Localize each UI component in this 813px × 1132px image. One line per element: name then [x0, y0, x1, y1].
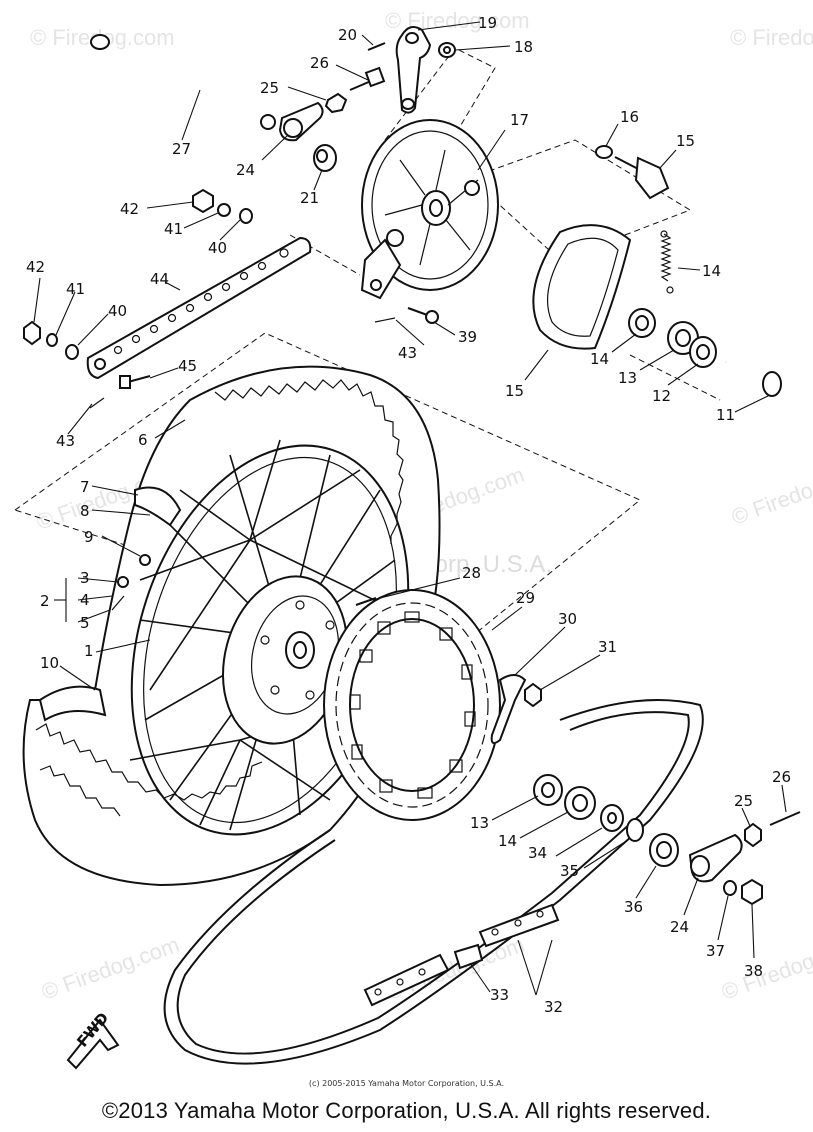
callout-38: 38 — [744, 962, 763, 980]
chain-puller-lower — [688, 811, 801, 906]
callout-33: 33 — [490, 986, 509, 1004]
hub-bearings-left — [533, 774, 679, 867]
callout-34: 34 — [528, 844, 547, 862]
callout-26: 26 — [310, 54, 329, 72]
callout-2: 2 — [40, 592, 50, 610]
callout-10: 10 — [40, 654, 59, 672]
callout-31: 31 — [598, 638, 617, 656]
callout-6: 6 — [138, 431, 148, 449]
rear-axle — [90, 34, 276, 130]
brake-return-spring — [660, 230, 674, 294]
sprocket-lightening-holes — [349, 611, 476, 799]
callout-4: 4 — [80, 591, 90, 609]
callout-32: 32 — [544, 998, 563, 1016]
callout-22: 20 — [338, 26, 357, 44]
watermark-text: © Firedog.com — [730, 25, 813, 50]
callout-20: 18 — [514, 38, 533, 56]
nut-washer-left — [23, 320, 151, 409]
callout-42: 42 — [26, 258, 45, 276]
callout-44: 44 — [150, 270, 169, 288]
watermark-text: © Firedog.com — [38, 932, 182, 1005]
callout-5: 5 — [80, 614, 90, 632]
callout-9: 9 — [84, 528, 94, 546]
callout-24: 24 — [236, 161, 255, 179]
callout-42: 42 — [120, 200, 139, 218]
callout-28: 28 — [462, 564, 481, 582]
callout-45: 45 — [178, 357, 197, 375]
callout-43: 43 — [398, 344, 417, 362]
brake-pin — [374, 307, 439, 324]
callout-29: 29 — [516, 589, 535, 607]
callout-13: 13 — [470, 814, 489, 832]
brake-shoes — [532, 224, 632, 350]
copyright-notice: ©2013 Yamaha Motor Corporation, U.S.A. A… — [101, 1098, 712, 1123]
callout-21: 19 — [478, 14, 497, 32]
brake-shoe-plate — [360, 119, 499, 300]
callout-15: 15 — [505, 382, 524, 400]
hub-sprocket-bolt-holes — [260, 600, 340, 700]
callout-18: 16 — [620, 108, 639, 126]
tension-bar — [86, 236, 312, 380]
callout-24: 24 — [670, 918, 689, 936]
callout-25: 25 — [260, 79, 279, 97]
callout-36: 36 — [624, 898, 643, 916]
watermark-text: © Firedog.com — [728, 457, 813, 530]
callout-11: 11 — [716, 406, 735, 424]
callout-35: 35 — [560, 862, 579, 880]
small-copyright-notice: (c) 2005-2015 Yamaha Motor Corporation, … — [308, 1079, 505, 1088]
chain-puller-upper — [278, 66, 386, 142]
callout-14: 14 — [498, 832, 517, 850]
callout-43: 43 — [56, 432, 75, 450]
drive-chain — [163, 699, 704, 1065]
sprocket-bolt — [355, 597, 377, 606]
nut-washer-upper — [192, 188, 253, 224]
callout-14: 14 — [590, 350, 609, 368]
callout-17: 15 — [676, 132, 695, 150]
callout-25: 25 — [734, 792, 753, 810]
hub-bearings-right — [628, 308, 782, 397]
callout-12: 12 — [652, 387, 671, 405]
callout-40: 40 — [108, 302, 127, 320]
callout-30: 30 — [558, 610, 577, 628]
chain-link-segment — [363, 903, 560, 1007]
callout-3: 3 — [80, 569, 90, 587]
callout-37: 37 — [706, 942, 725, 960]
callout-41: 41 — [66, 280, 85, 298]
collar — [313, 144, 337, 172]
callout-39: 39 — [458, 328, 477, 346]
tire-tread — [35, 379, 404, 817]
callout-7: 7 — [80, 478, 90, 496]
sprocket-lock-washer-nut — [490, 674, 542, 745]
watermark-text: © Firedog.com — [718, 932, 813, 1005]
fwd-arrow: FWD — [66, 1009, 120, 1070]
callout-41: 41 — [164, 220, 183, 238]
callout-40: 40 — [208, 239, 227, 257]
callout-numbers: 20 19 18 26 25 27 24 21 17 16 15 14 42 4… — [26, 14, 791, 1016]
tension-bar-holes — [113, 248, 289, 355]
rear-sprocket — [323, 589, 501, 821]
callout-27: 27 — [172, 140, 191, 158]
callout-19: 17 — [510, 111, 529, 129]
callout-23: 21 — [300, 189, 319, 207]
callout-16: 14 — [702, 262, 721, 280]
brake-cam — [595, 145, 670, 200]
callout-1: 1 — [84, 642, 94, 660]
leader-lines — [33, 21, 787, 996]
rear-wheel — [22, 365, 441, 887]
torque-arm-assembly — [367, 25, 456, 114]
callout-8: 8 — [80, 502, 90, 520]
callout-26: 26 — [772, 768, 791, 786]
callout-13: 13 — [618, 369, 637, 387]
